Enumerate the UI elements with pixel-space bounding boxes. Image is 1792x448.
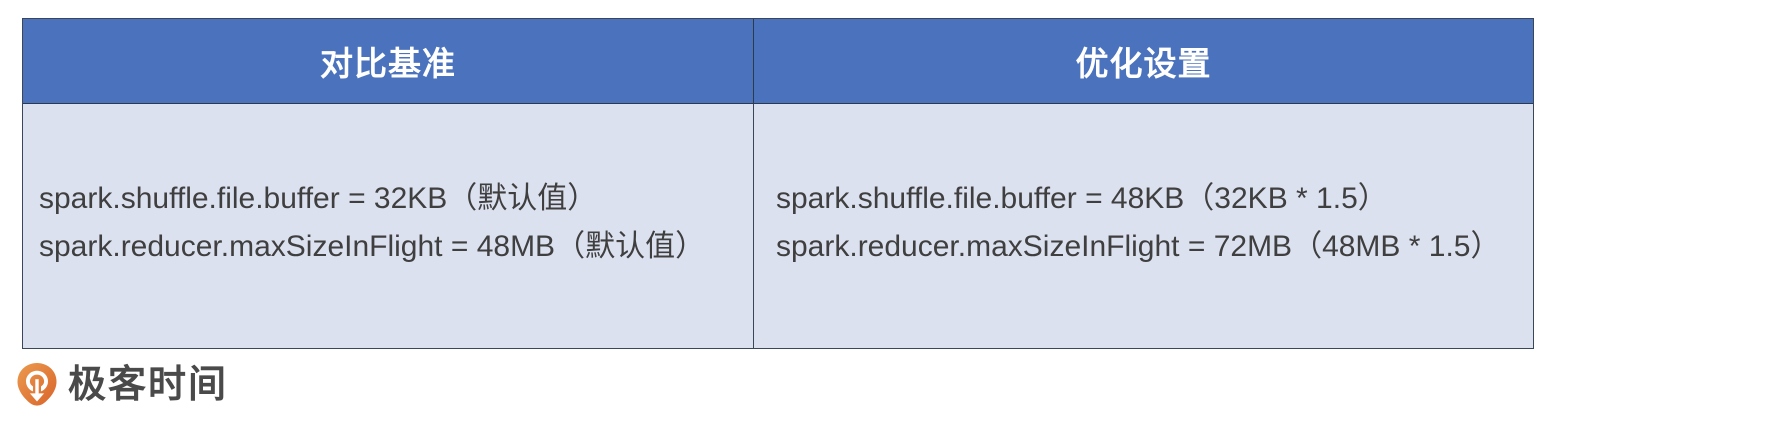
- table-header-cell-baseline: 对比基准: [23, 19, 753, 103]
- baseline-config-line-1: spark.shuffle.file.buffer = 32KB（默认值）: [39, 182, 598, 215]
- table-header-label-baseline: 对比基准: [320, 45, 456, 82]
- table-body-row: spark.shuffle.file.buffer = 32KB（默认值） sp…: [23, 104, 1533, 348]
- optimized-config-line-1: spark.shuffle.file.buffer = 48KB（32KB * …: [776, 182, 1388, 215]
- comparison-table: 对比基准 优化设置 spark.shuffle.file.buffer = 32…: [22, 18, 1534, 349]
- brand-name: 极客时间: [68, 362, 229, 406]
- table-header-row: 对比基准 优化设置: [23, 19, 1533, 104]
- optimized-config-line-2: spark.reducer.maxSizeInFlight = 72MB（48M…: [776, 230, 1501, 263]
- table-header-label-optimized: 优化设置: [1075, 45, 1212, 82]
- brand-watermark: 极客时间: [16, 362, 228, 406]
- table-cell-optimized: spark.shuffle.file.buffer = 48KB（32KB * …: [753, 104, 1533, 348]
- table-header-cell-optimized: 优化设置: [753, 19, 1533, 103]
- table-cell-baseline: spark.shuffle.file.buffer = 32KB（默认值） sp…: [23, 104, 753, 348]
- baseline-config-line-2: spark.reducer.maxSizeInFlight = 48MB（默认值…: [39, 230, 706, 263]
- geektime-logo-icon: [16, 362, 58, 406]
